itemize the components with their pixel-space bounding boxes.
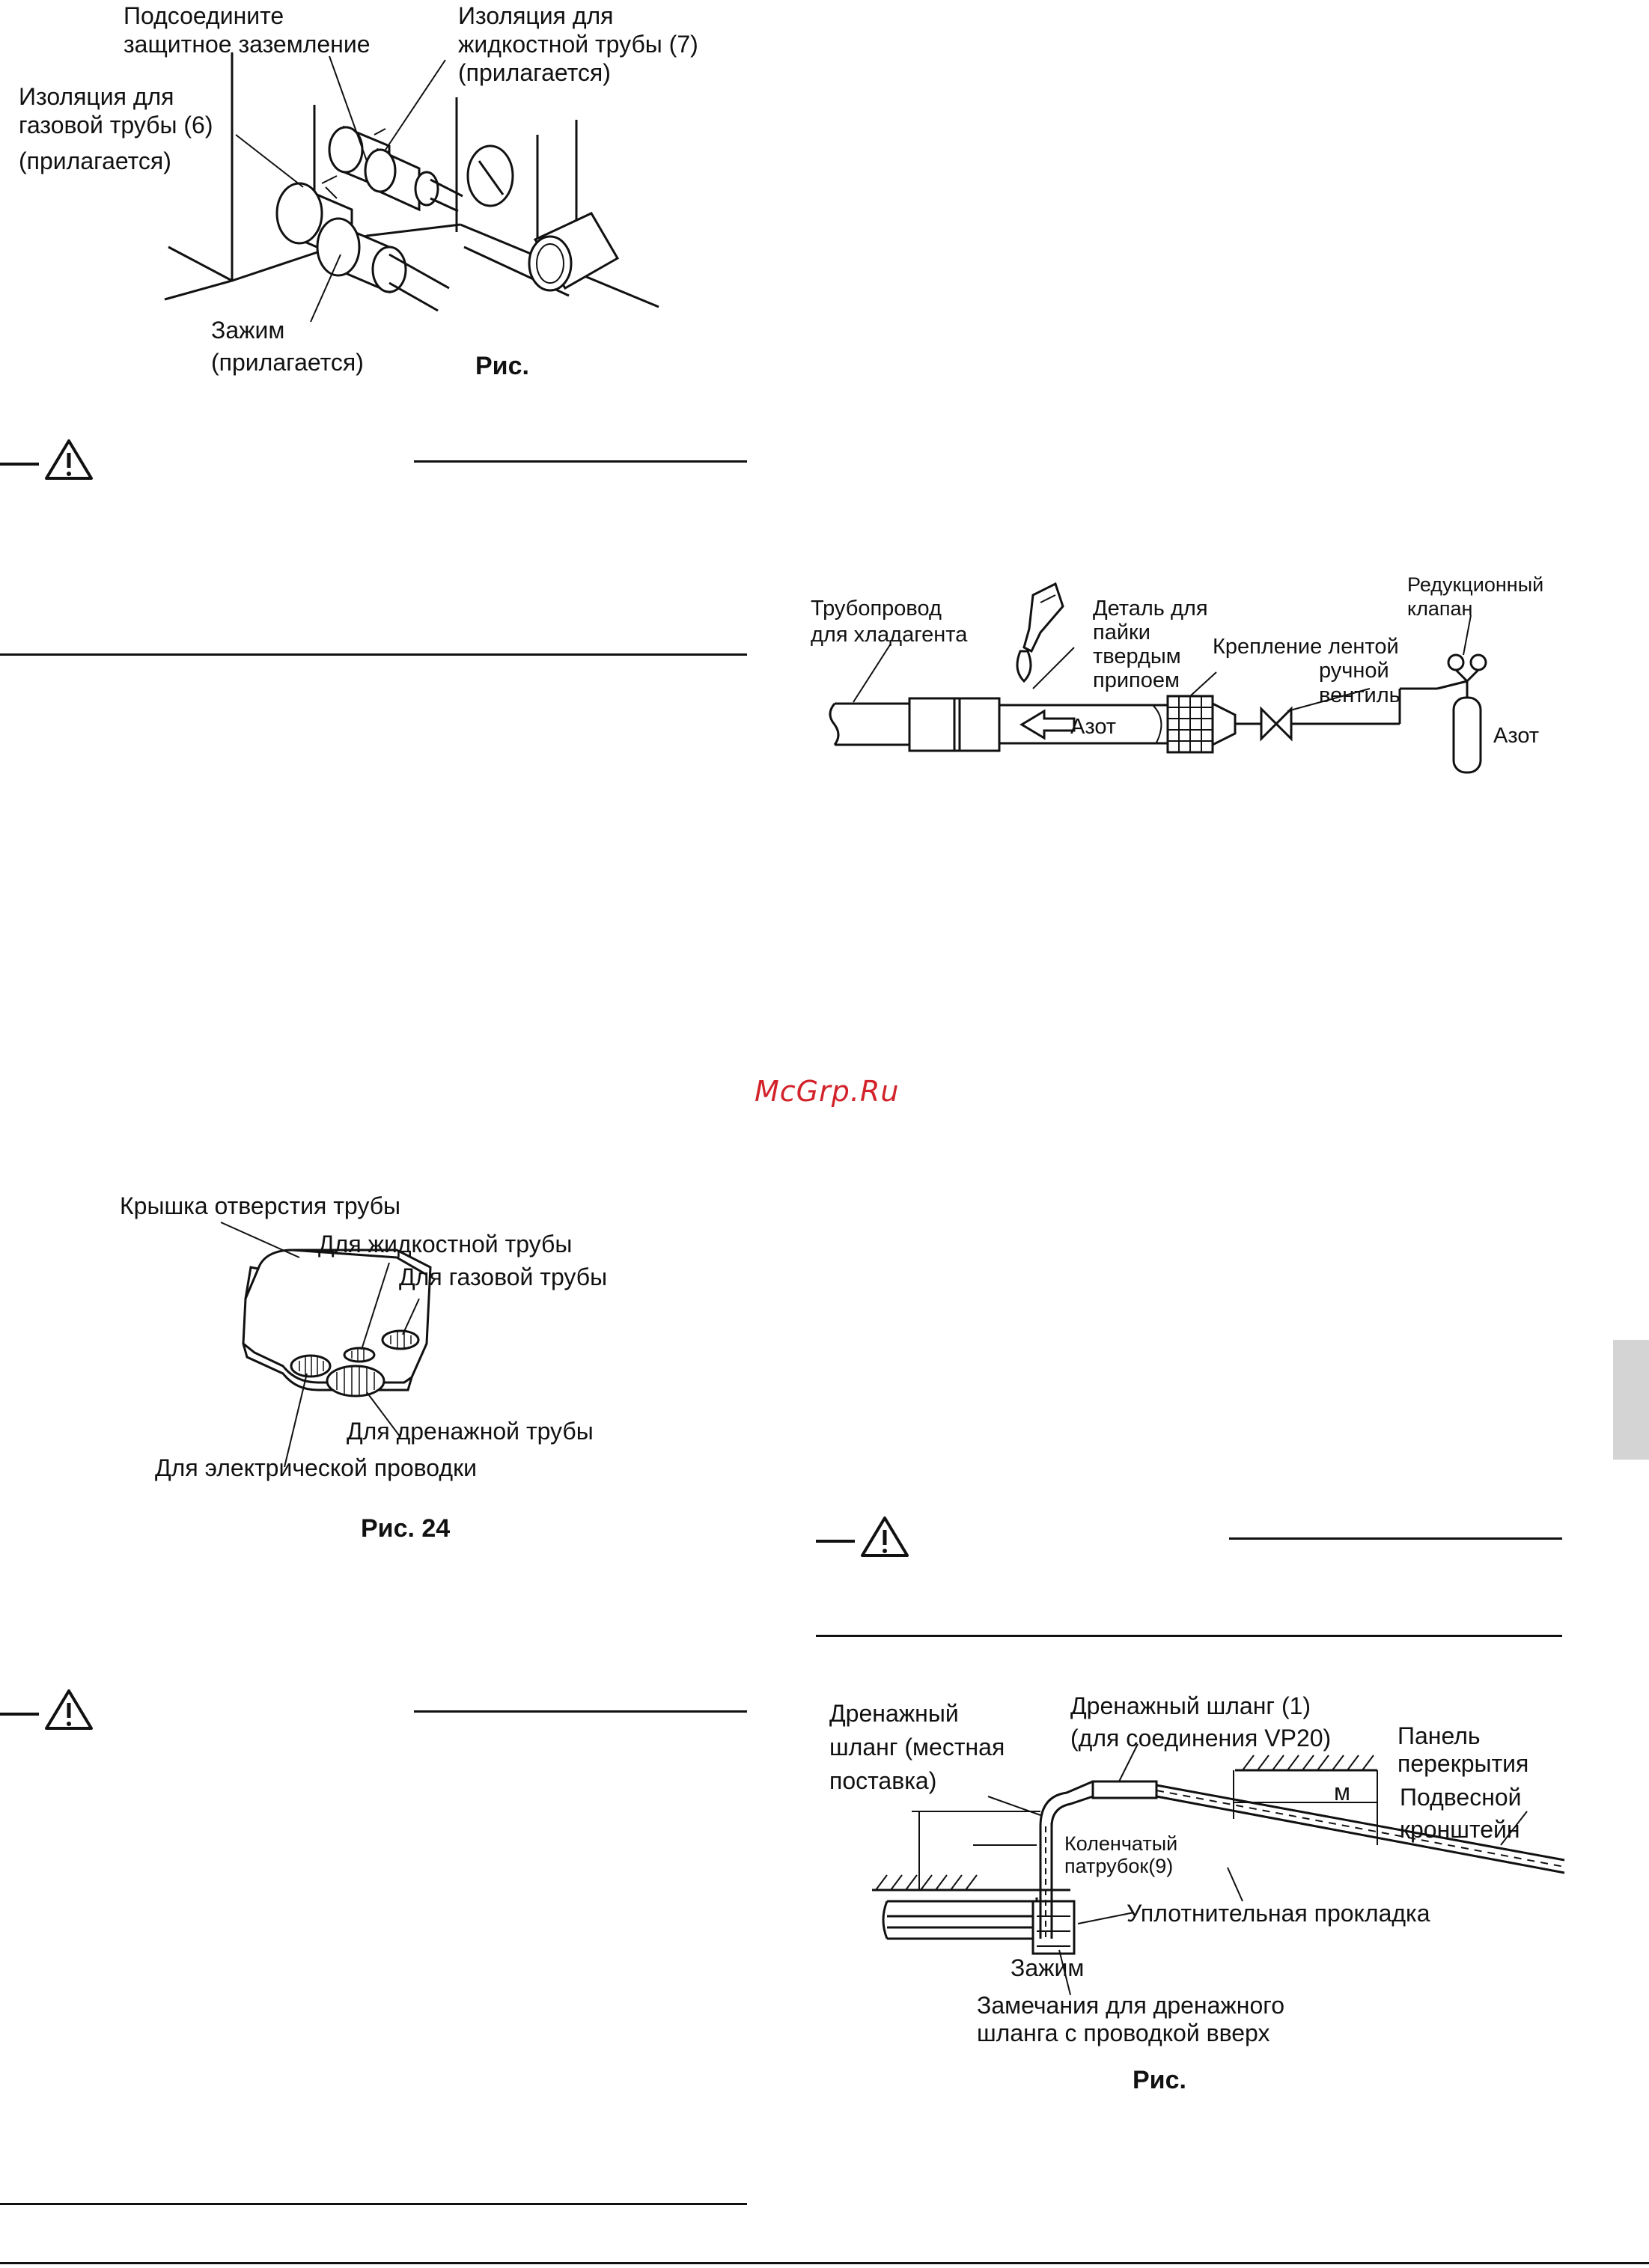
label-clamp-line1: Зажим <box>211 317 284 344</box>
leader-ground <box>329 55 368 162</box>
side-tab <box>1613 1340 1649 1460</box>
label-local-hose-line2: шланг (местная <box>829 1734 1005 1761</box>
label-ceiling-line1: Панель <box>1397 1722 1481 1749</box>
label-liquid: Для жидкостной трубы <box>318 1231 572 1258</box>
figure-pipe-hole-cover: Крышка отверстия трубы Для жидкостной тр… <box>120 1192 607 1543</box>
label-drain: Для дренажной трубы <box>347 1418 594 1445</box>
label-part-line1: Деталь для <box>1093 597 1208 621</box>
figure-caption: Рис. 24 <box>361 1514 450 1543</box>
label-bracket-line1: Подвесной <box>1400 1784 1522 1811</box>
warning-rule-top <box>414 1710 747 1713</box>
leader-liquid <box>385 59 446 150</box>
watermark: McGrp.Ru <box>755 1075 900 1108</box>
label-liquid-line2: жидкостной трубы (7) <box>458 31 698 58</box>
liquid-pipe-insulation <box>328 125 463 213</box>
section-divider <box>816 1635 1562 1637</box>
section-divider <box>0 2203 747 2205</box>
nitrogen-tank <box>1436 653 1487 774</box>
label-clamp: Зажим <box>1011 1954 1084 1981</box>
label-liquid-line1: Изоляция для <box>458 2 614 29</box>
label-hose1-line2: (для соединения VP20) <box>1070 1725 1331 1752</box>
leader-cover <box>220 1222 300 1258</box>
label-nitrogen-tank: Азот <box>1493 724 1539 748</box>
brazing-torch <box>1016 582 1064 683</box>
figure-grounding-insulation: Подсоедините защитное заземление Изоляци… <box>19 2 698 380</box>
warning-icon <box>0 1689 93 1730</box>
label-ground-line2: защитное заземление <box>124 31 371 58</box>
label-ground-line1: Подсоедините <box>124 2 284 29</box>
label-gas-line3: (прилагается) <box>19 147 171 174</box>
figure-caption: Рис. <box>1133 2066 1186 2094</box>
label-note-line2: шланга с проводкой вверх <box>977 2019 1269 2046</box>
label-elbow-line2: патрубок(9) <box>1064 1855 1173 1877</box>
label-gas-line1: Изоляция для <box>19 83 174 110</box>
label-gas-line2: газовой трубы (6) <box>19 112 213 138</box>
drain-hose-vp20 <box>1091 1780 1565 1874</box>
manual-valve <box>1235 687 1437 742</box>
label-ceiling-line2: перекрытия <box>1397 1750 1528 1777</box>
label-reducer-line2: клапан <box>1407 597 1472 620</box>
label-pipe-line2: для хладагента <box>811 623 968 647</box>
leader-liquid <box>361 1262 390 1350</box>
label-local-hose-line3: поставка) <box>829 1767 936 1794</box>
section-divider <box>0 653 747 656</box>
label-part-line4: припоем <box>1093 668 1180 692</box>
drain-hose-local <box>1039 1780 1094 1939</box>
label-nitrogen-flow: Азот <box>1070 715 1116 739</box>
label-gas: Для газовой трубы <box>399 1263 607 1290</box>
label-part-line3: твердым <box>1093 644 1181 668</box>
page-bottom-rule <box>0 2262 1649 2264</box>
label-part-line2: пайки <box>1093 621 1150 644</box>
ceiling-panel <box>1233 1755 1378 1845</box>
warning-rule-top <box>1229 1537 1562 1540</box>
unit-top <box>872 1874 1076 1955</box>
label-note-line1: Замечания для дренажного <box>977 1992 1284 2019</box>
nitrogen-flow-arrow <box>1019 709 1076 740</box>
label-hose1-line1: Дренажный шланг (1) <box>1070 1692 1311 1719</box>
label-cover: Крышка отверстия трубы <box>120 1192 400 1219</box>
label-gasket: Уплотнительная прокладка <box>1127 1900 1430 1927</box>
refrigerant-pipe <box>829 697 1168 752</box>
cover-plate-drawing <box>242 1249 432 1397</box>
warning-rule-top <box>414 460 747 463</box>
figure-caption: Рис. <box>475 352 529 380</box>
leader-gas <box>402 1298 420 1335</box>
leader-electric <box>284 1373 308 1468</box>
tape-fitting <box>1166 695 1237 754</box>
label-electric: Для электрической проводки <box>155 1454 477 1481</box>
leader-drain <box>366 1391 401 1438</box>
label-clamp-line2: (прилагается) <box>211 349 364 376</box>
label-bracket-line2: кронштейн <box>1400 1816 1520 1843</box>
label-valve-line1: ручной <box>1319 659 1389 683</box>
gas-pipe-insulation <box>275 175 450 312</box>
leader-gas <box>235 134 304 188</box>
label-valve-line2: вентиль <box>1319 683 1400 707</box>
label-local-hose-line1: Дренажный <box>829 1700 959 1727</box>
leader-clamp <box>310 254 341 323</box>
label-pipe-line1: Трубопровод <box>811 597 942 621</box>
tube-stub <box>528 212 620 292</box>
figure-brazing-nitrogen: Азот Трубопровод для хладагента Деталь д… <box>811 573 1543 774</box>
warning-icon <box>816 1516 909 1557</box>
label-reducer-line1: Редукционный <box>1407 573 1543 596</box>
label-tape: Крепление лентой <box>1213 635 1399 659</box>
figure-drain-hose: м Дренажный шланг (местная по <box>829 1692 1565 2094</box>
label-m: м <box>1334 1778 1350 1805</box>
label-liquid-line3: (прилагается) <box>458 59 611 86</box>
warning-icon <box>0 439 93 480</box>
label-elbow-line1: Коленчатый <box>1064 1832 1177 1855</box>
